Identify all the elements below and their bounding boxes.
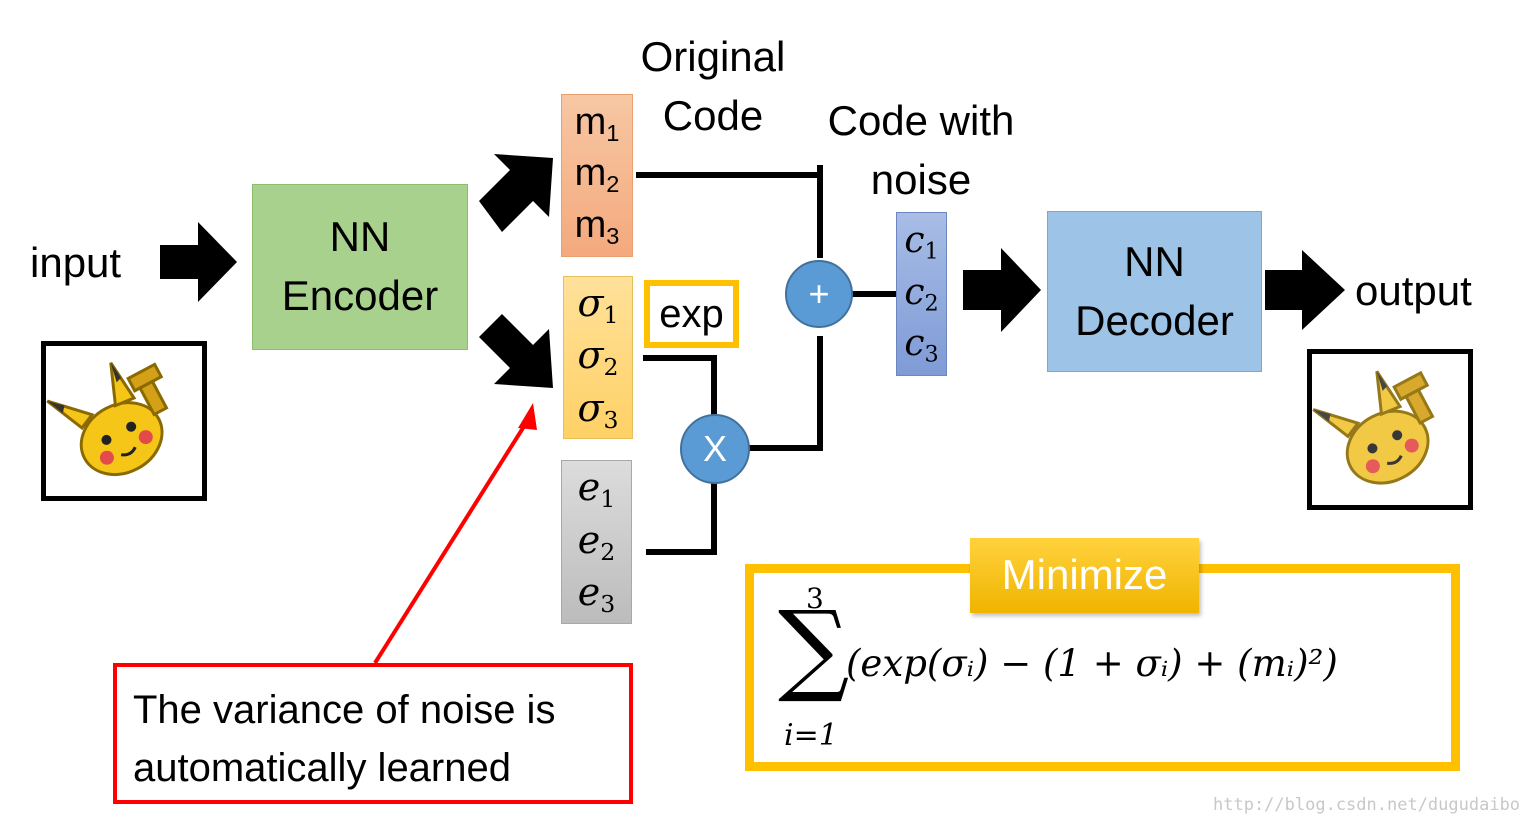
m-vector: m1 m2 m3 [561, 94, 633, 257]
code-with-noise-title-line: noise [870, 155, 972, 203]
encoder-to-sigma-arrow-icon [479, 314, 553, 388]
callout-line: automatically learned [133, 746, 511, 790]
e-element: e3 [577, 570, 616, 619]
variance-callout-box: The variance of noise is automatically l… [113, 663, 633, 804]
m-element: m3 [574, 204, 620, 250]
original-code-title-line: Code [662, 91, 764, 139]
callout-pointer-line [373, 418, 530, 665]
product-connector-line [746, 336, 823, 451]
c-vector: c1 c2 c3 [896, 212, 947, 376]
e-connector-line [646, 480, 717, 555]
original-code-title: Original Code [632, 28, 794, 146]
pikachu-icon [1312, 370, 1435, 485]
c-element: c1 [904, 219, 939, 265]
m-connector-line [636, 172, 823, 258]
code-with-noise-title-line: Code with [827, 97, 1015, 144]
encoder-to-m-arrow-icon [479, 154, 553, 232]
exp-tag: exp [644, 280, 739, 348]
pikachu-icon [46, 361, 169, 477]
nn-encoder-line: Encoder [281, 272, 439, 319]
nn-encoder-block: NN Encoder [252, 184, 468, 350]
sigma-element: σ3 [577, 385, 619, 434]
output-label: output [1355, 267, 1472, 314]
sigma-element: σ2 [577, 333, 619, 382]
input-label: input [30, 239, 122, 286]
watermark-text: http://blog.csdn.net/dugudaibo [1213, 795, 1521, 815]
input-pikachu-image [41, 341, 207, 501]
m-element: m1 [574, 100, 620, 146]
nn-decoder-line: NN [1124, 237, 1185, 285]
callout-line: The variance of noise is [133, 688, 556, 732]
e-vector: e1 e2 e3 [561, 460, 632, 624]
nn-encoder-line: NN [329, 213, 391, 261]
nn-decoder-line: Decoder [1075, 296, 1234, 344]
summation-icon: ∑ [778, 589, 850, 706]
sigma-vector: σ1 σ2 σ3 [563, 276, 633, 439]
output-pikachu-image [1307, 349, 1473, 510]
c-element: c3 [904, 323, 939, 369]
callout-pointer-arrowhead-icon [518, 403, 537, 430]
sum-upper-limit: 3 [806, 582, 824, 615]
objective-expression: (exp(σᵢ) − (1 + σᵢ) + (mᵢ)²) [846, 642, 1338, 685]
plus-operator-icon: + [785, 260, 853, 328]
e-element: e1 [577, 465, 616, 514]
sum-lower-limit: i=1 [784, 718, 838, 753]
original-code-title-line: Original [640, 33, 786, 80]
code-with-noise-title: Code with noise [812, 92, 1030, 210]
input-arrow-icon [160, 222, 237, 302]
c-element: c2 [904, 271, 939, 317]
e-element: e2 [577, 517, 616, 567]
multiply-operator-icon: X [680, 414, 750, 484]
sigma-connector-line [643, 355, 717, 418]
nn-decoder-block: NN Decoder [1047, 211, 1262, 372]
minimize-label: Minimize [970, 538, 1199, 613]
m-element: m2 [574, 152, 620, 198]
c-to-decoder-arrow-icon [963, 248, 1041, 332]
decoder-to-output-arrow-icon [1265, 250, 1345, 330]
sigma-element: σ1 [577, 281, 619, 330]
